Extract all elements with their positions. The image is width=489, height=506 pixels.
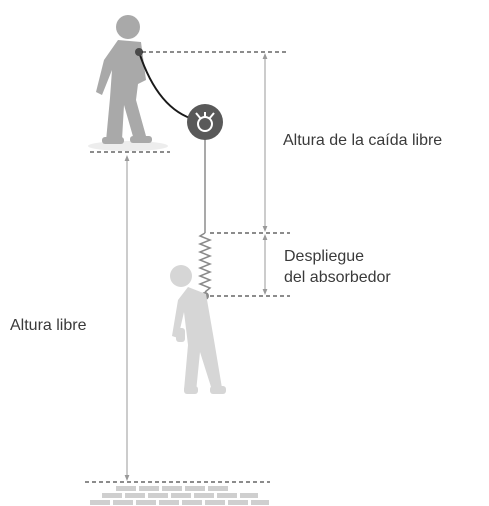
absorber-deployment-label-line1: Despliegue	[284, 248, 365, 265]
worker-standing-figure	[96, 15, 152, 144]
platform-shadow	[88, 141, 168, 151]
absorber-deployment-label: Despliegue del absorbedor	[284, 246, 391, 288]
free-fall-height-label: Altura de la caída libre	[283, 132, 443, 149]
lanyard	[138, 51, 197, 121]
harness-attachment-point	[135, 48, 143, 56]
absorber-deployment-label-line2: del absorbedor	[284, 269, 391, 286]
worker-falling-figure	[170, 265, 226, 394]
energy-absorber-zigzag	[197, 232, 213, 293]
self-retracting-lifeline-icon	[187, 104, 223, 140]
clearance-height-label: Altura libre	[10, 317, 87, 334]
brick-ground-icon	[90, 486, 269, 505]
